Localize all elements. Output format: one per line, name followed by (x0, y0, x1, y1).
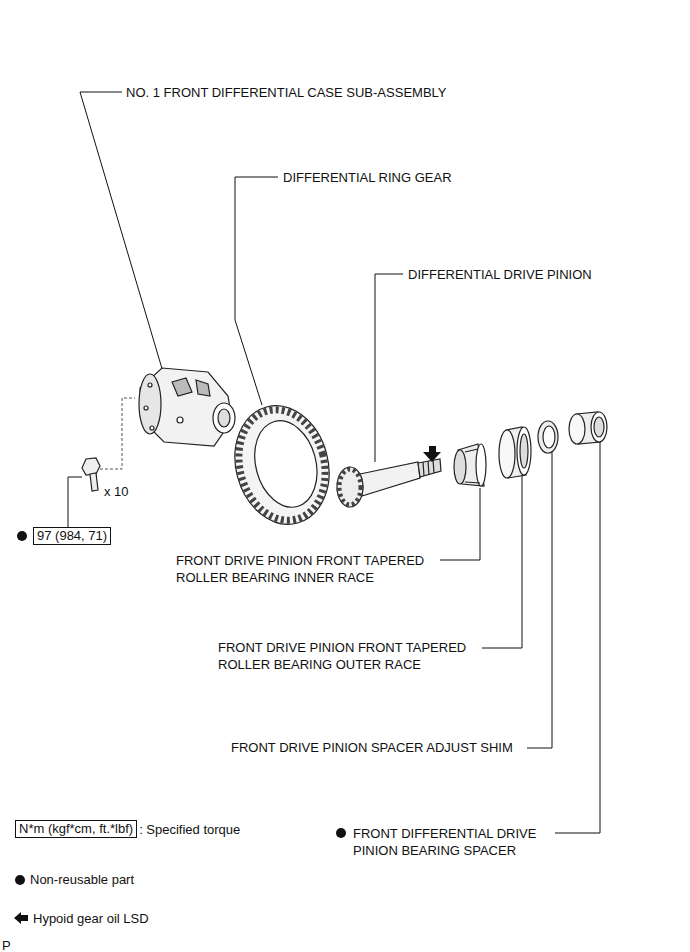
leader-line (68, 477, 82, 527)
adjust-shim (538, 421, 558, 453)
torque-unit-box: N*m (kgf*cm, ft.*lbf) (15, 820, 137, 838)
leader-line (235, 177, 278, 405)
part-name: DIFFERENTIAL DRIVE PINION (408, 266, 592, 283)
oil-arrow (423, 446, 441, 462)
part-name: FRONT DRIVE PINION FRONT TAPERED ROLLER … (176, 552, 456, 586)
legend-text: Non-reusable part (30, 871, 134, 888)
part-name: FRONT DIFFERENTIAL DRIVE PINION BEARING … (353, 825, 568, 859)
drive-pinion (337, 459, 441, 507)
non-reusable-mark (17, 531, 27, 541)
torque-value: N*m (kgf*cm, ft.*lbf) (19, 821, 133, 837)
note-text: P (2, 937, 11, 952)
bolt (82, 458, 100, 491)
part-name: DIFFERENTIAL RING GEAR (283, 169, 452, 186)
non-reusable-mark (336, 828, 346, 838)
part-name: FRONT DRIVE PINION SPACER ADJUST SHIM (231, 739, 513, 756)
legend-text: Hypoid gear oil LSD (33, 910, 149, 927)
ring-gear (222, 395, 342, 535)
leader-lines (68, 92, 600, 833)
leader-line (440, 488, 480, 560)
differential-case (139, 368, 235, 446)
part-name: NO. 1 FRONT DIFFERENTIAL CASE SUB-ASSEMB… (126, 84, 447, 101)
leader-line (375, 274, 403, 462)
note-text: : Specified torque (139, 821, 240, 838)
legend-symbol (15, 875, 25, 885)
inner-race (454, 444, 486, 486)
leader-line (527, 452, 552, 748)
outer-race (499, 427, 531, 478)
leader-line (482, 474, 522, 648)
dashed-guide (100, 398, 135, 469)
legend-symbol (14, 912, 28, 924)
torque-box: 97 (984, 71) (33, 527, 111, 545)
leader-line (555, 440, 600, 833)
part-name: FRONT DRIVE PINION FRONT TAPERED ROLLER … (218, 639, 498, 673)
bearing-spacer (569, 412, 607, 444)
quantity-note: x 10 (104, 483, 129, 500)
torque-value: 97 (984, 71) (37, 528, 107, 544)
leader-line (80, 92, 163, 372)
